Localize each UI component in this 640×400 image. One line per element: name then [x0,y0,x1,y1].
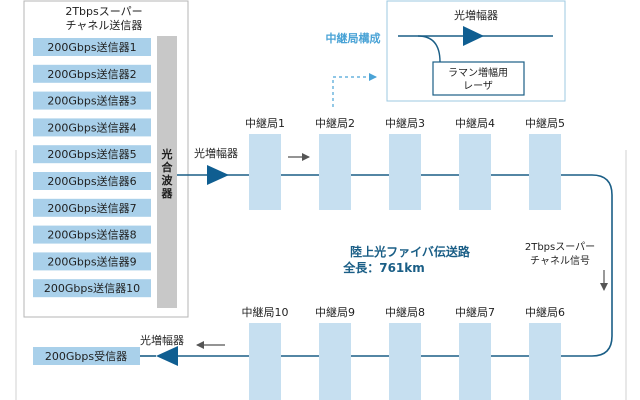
transmitter-label: 200Gbps送信器9 [47,254,136,268]
multiplexer-char: 合 [162,160,174,174]
relay-station [389,323,421,400]
transmitter-group-title-line2: チャネル送信器 [66,18,143,32]
relay-config-amplifier-label: 光増幅器 [454,8,498,22]
signal-label-line2: チャネル信号 [530,255,590,267]
transmitter-box [33,225,151,244]
relay-station-label: 中継局6 [525,305,565,319]
transmitter-box [33,279,151,298]
relay-station-label: 中継局9 [315,305,355,319]
relay-station [319,134,351,210]
transmitter-group-title-line1: 2Tbpsスーパー [65,5,142,18]
multiplexer-char: 器 [161,187,174,200]
fiber-route-label: 陸上光ファイバ伝送路 [350,244,471,259]
relay-station [529,323,561,400]
relay-station [389,134,421,210]
relay-station [459,323,491,400]
signal-label-line1: 2Tbpsスーパー [525,241,595,253]
raman-laser-label-line1: ラマン増幅用 [448,66,508,79]
transmitter-label: 200Gbps送信器2 [47,67,136,81]
amplifier-triangle-bottom [156,346,178,366]
transmitter-label: 200Gbps送信器6 [47,174,136,188]
relay-config-label: 中継局構成 [326,31,381,45]
relay-station [249,134,281,210]
relay-station [249,323,281,400]
relay-station-label: 中継局7 [455,305,495,319]
transmitter-box [33,91,151,110]
relay-stations-bottom: 中継局10 中継局9 中継局8 中継局7 中継局6 [242,305,565,400]
relay-station-label: 中継局4 [455,116,495,130]
transmitter-label: 200Gbps送信器7 [47,201,136,215]
multiplexer-char: 光 [161,147,173,161]
raman-laser-label-line2: レーザ [463,80,493,92]
transmitter-box [33,64,151,83]
relay-stations-top: 中継局1 中継局2 中継局3 中継局4 中継局5 [245,116,565,210]
raman-laser-box [432,61,525,96]
optical-multiplexer [157,36,177,308]
transmitter-label: 200Gbps送信器8 [47,228,136,242]
transmitter-box [33,252,151,271]
receiver-box [33,347,140,365]
relay-station-label: 中継局2 [315,116,355,130]
relay-station-label: 中継局10 [242,305,289,319]
relay-station-label: 中継局8 [385,305,425,319]
relay-station [529,134,561,210]
relay-config-amplifier-triangle [463,26,484,46]
transmitter-label: 200Gbps送信器1 [47,40,136,54]
fiber-length-label: 全長：761km [342,260,425,275]
amplifier-triangle-top [207,165,229,185]
transmitter-list: 200Gbps送信器1 200Gbps送信器2 200Gbps送信器3 200Gbps… [33,38,151,298]
raman-coupling-line [417,35,441,63]
relay-station [459,134,491,210]
relay-station [319,323,351,400]
amplifier-label-top: 光増幅器 [194,146,238,160]
transmitter-box [33,145,151,164]
transmitter-label: 200Gbps送信器4 [47,120,136,134]
transmitter-label: 200Gbps送信器10 [44,281,140,295]
relay-station-label: 中継局5 [525,116,565,130]
receiver-label: 200Gbps受信器 [45,350,127,363]
multiplexer-char: 波 [162,173,174,187]
transmitter-label: 200Gbps送信器3 [47,94,136,108]
transmitter-box [33,172,151,190]
transmitter-box [33,118,151,137]
transmitter-box [33,38,151,56]
transmitter-box [33,198,151,217]
relay-config-callout-line [332,73,377,107]
relay-station-label: 中継局3 [385,116,425,130]
fiber-line [168,174,613,357]
transmitter-label: 200Gbps送信器5 [47,147,136,161]
relay-station-label: 中継局1 [245,116,285,130]
amplifier-label-bottom: 光増幅器 [140,333,184,347]
